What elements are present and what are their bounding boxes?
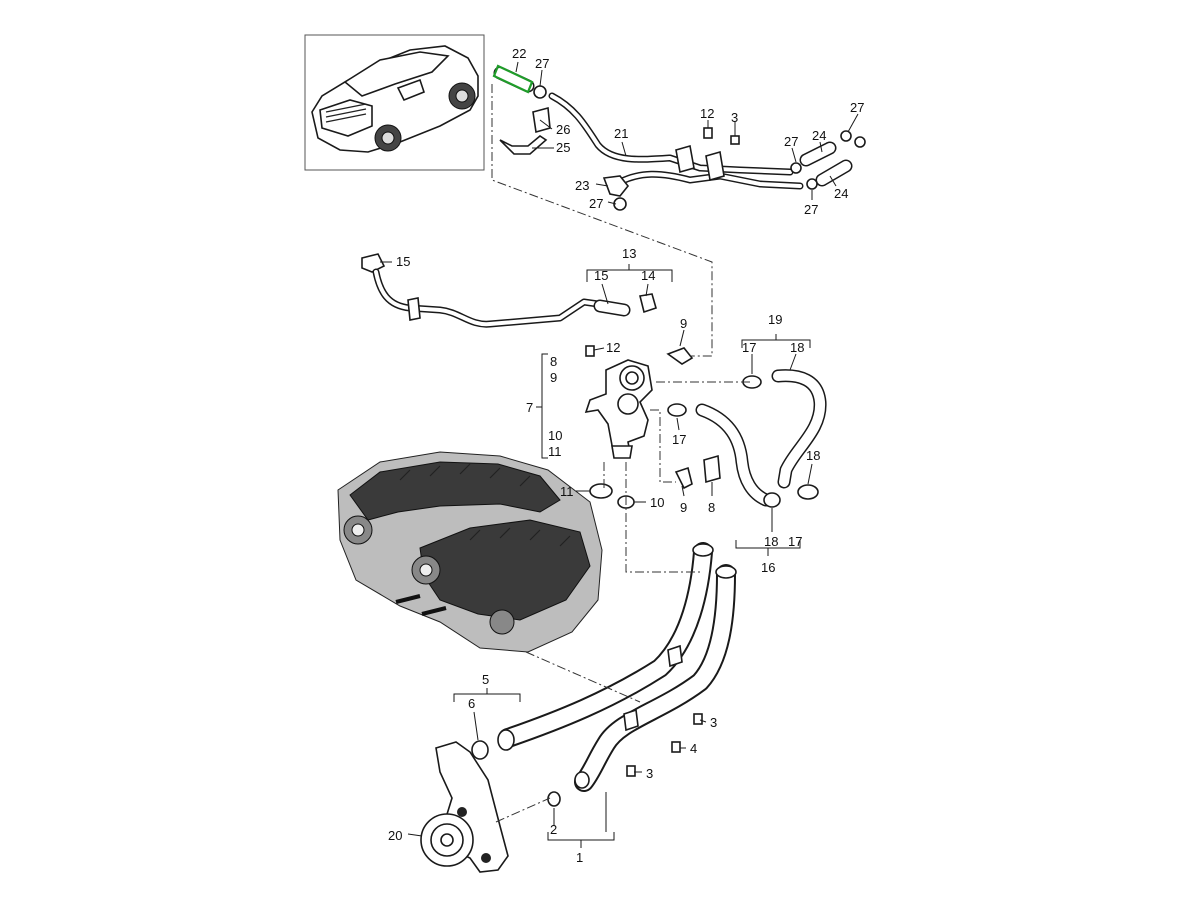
callout-15: 15 [594, 268, 608, 283]
callout-4: 4 [690, 741, 697, 756]
callout-3: 3 [710, 715, 717, 730]
callout-18: 18 [790, 340, 804, 355]
callout-12: 12 [700, 106, 714, 121]
group-brackets [453, 264, 811, 848]
callout-26: 26 [556, 122, 570, 137]
assembly-reference-lines [491, 84, 752, 823]
callout-27: 27 [589, 196, 603, 211]
elbow-23 [602, 175, 630, 197]
callout-27: 27 [804, 202, 818, 217]
clamp-17 [667, 403, 687, 417]
callout-20: 20 [388, 828, 402, 843]
callout-11: 11 [548, 444, 562, 459]
hose-16 [695, 403, 781, 508]
hose-19 [771, 369, 827, 500]
bleed-pipe-assembly [361, 253, 657, 328]
callout-11: 11 [560, 484, 574, 499]
clip-9-top [666, 347, 694, 365]
callout-9: 9 [680, 500, 687, 515]
callout-9: 9 [550, 370, 557, 385]
callout-27: 27 [535, 56, 549, 71]
callout-27: 27 [850, 100, 864, 115]
bolt-3-icon [730, 135, 740, 145]
upper-coolant-pipe-assembly [492, 64, 866, 211]
engine-block-illustration [337, 451, 603, 653]
water-pump-20 [420, 741, 509, 873]
callout-8: 8 [708, 500, 715, 515]
callout-17: 17 [742, 340, 756, 355]
clip-9 [674, 466, 693, 490]
callout-5: 5 [482, 672, 489, 687]
callout-6: 6 [468, 696, 475, 711]
lower-coolant-pipes-1 [471, 542, 737, 807]
clamp-27 [533, 85, 547, 99]
callout-3: 3 [646, 766, 653, 781]
callout-23: 23 [575, 178, 589, 193]
callout-12: 12 [606, 340, 620, 355]
callout-14: 14 [641, 268, 655, 283]
callout-10: 10 [548, 428, 562, 443]
car-outline-icon [311, 45, 479, 153]
callout-21: 21 [614, 126, 628, 141]
leader-lines [380, 61, 859, 837]
callout-13: 13 [622, 246, 636, 261]
callout-2: 2 [550, 822, 557, 837]
vehicle-location-inset [304, 34, 485, 171]
callout-labels: 22 27 26 25 21 12 3 27 24 27 27 24 23 27… [388, 46, 864, 865]
callout-10: 10 [650, 495, 664, 510]
callout-3: 3 [731, 110, 738, 125]
bolt-3-icon [626, 765, 636, 777]
callout-7: 7 [526, 400, 533, 415]
seal-11 [589, 483, 613, 499]
connector-8 [703, 454, 721, 484]
callout-19: 19 [768, 312, 782, 327]
bolt-3-icon [693, 713, 703, 725]
callout-24: 24 [834, 186, 848, 201]
callout-17: 17 [672, 432, 686, 447]
callout-15: 15 [396, 254, 410, 269]
seal-2 [547, 791, 561, 807]
callout-25: 25 [556, 140, 570, 155]
callout-16: 16 [761, 560, 775, 575]
callout-8: 8 [550, 354, 557, 369]
bolt-4-icon [671, 741, 681, 753]
seal-6 [471, 740, 489, 760]
callout-9: 9 [680, 316, 687, 331]
clip-26 [532, 106, 551, 134]
callout-17: 17 [788, 534, 802, 549]
bracket-25 [499, 135, 548, 155]
callout-24: 24 [812, 128, 826, 143]
callout-18: 18 [764, 534, 778, 549]
callout-18: 18 [806, 448, 820, 463]
callout-22: 22 [512, 46, 526, 61]
callout-1: 1 [576, 850, 583, 865]
callout-27: 27 [784, 134, 798, 149]
bolt-12-icon [703, 127, 713, 139]
thermostat-housing-7 [584, 345, 653, 459]
hose-22 [492, 64, 535, 94]
